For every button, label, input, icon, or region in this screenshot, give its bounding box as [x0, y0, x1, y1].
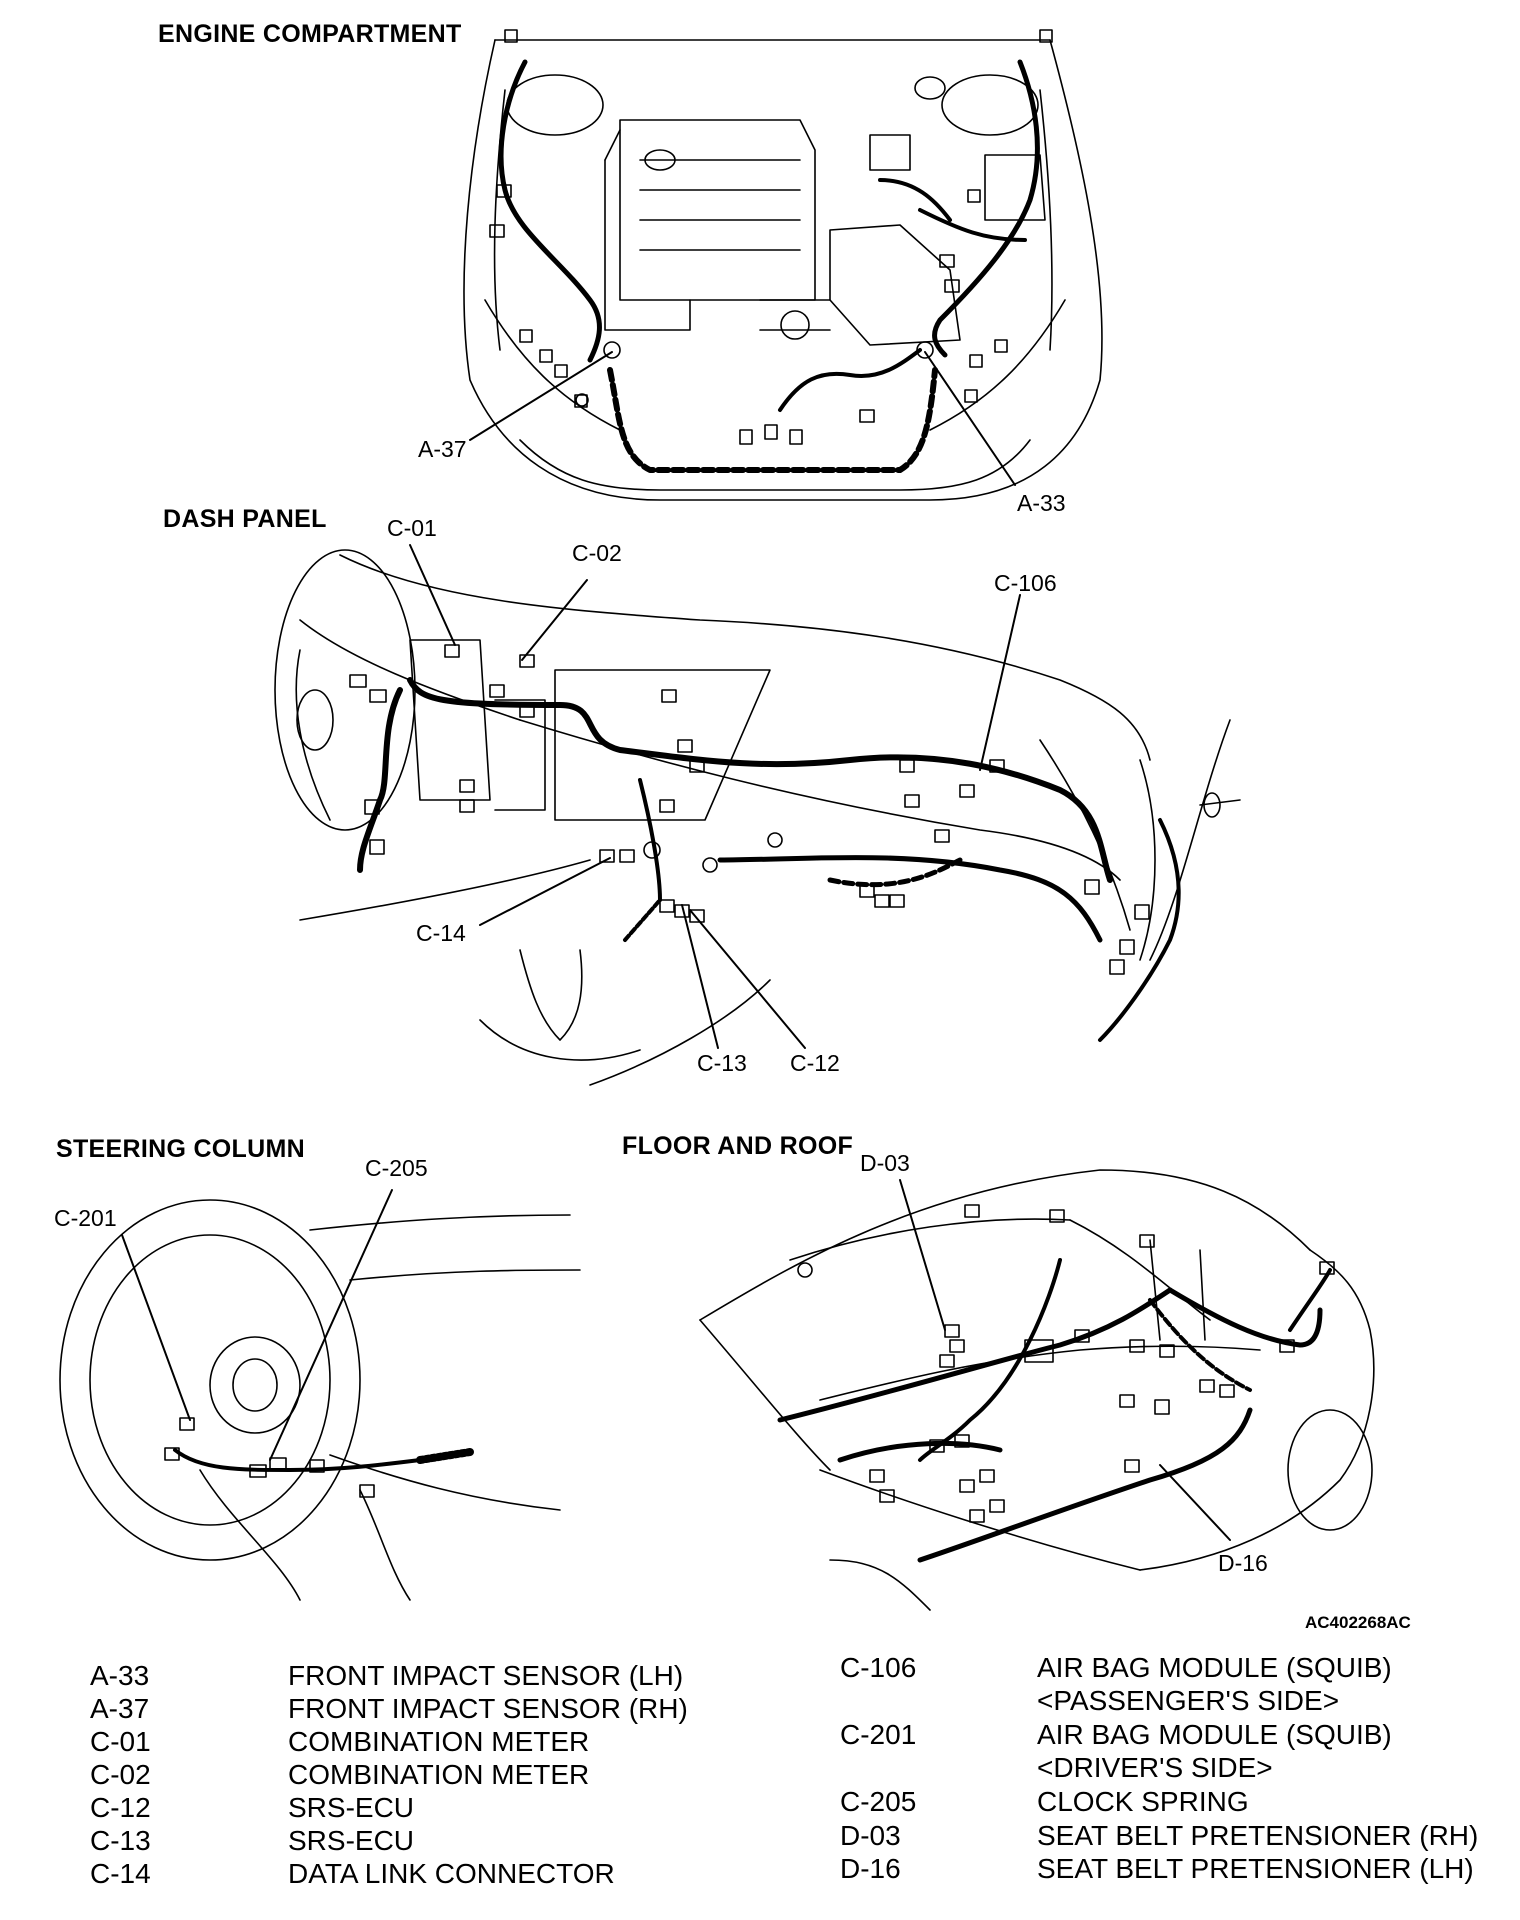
legend-desc: COMBINATION METER [288, 1759, 590, 1790]
legend-desc: FRONT IMPACT SENSOR (RH) [288, 1693, 688, 1724]
legend-code: C-02 [90, 1759, 151, 1790]
legend-desc: CLOCK SPRING [1037, 1786, 1249, 1817]
figure-code: AC402268AC [1305, 1613, 1411, 1632]
legend-desc: <PASSENGER'S SIDE> [1037, 1685, 1340, 1716]
legend-desc: AIR BAG MODULE (SQUIB) [1037, 1652, 1392, 1683]
floor-and-roof-title: FLOOR AND ROOF [622, 1132, 854, 1160]
legend-code: C-01 [90, 1726, 151, 1757]
callout-c12: C-12 [790, 1050, 840, 1076]
dash-panel-title: DASH PANEL [163, 505, 327, 533]
callout-d16: D-16 [1218, 1550, 1268, 1576]
callout-c106: C-106 [994, 570, 1057, 596]
legend-desc: SRS-ECU [288, 1825, 415, 1856]
legend-desc: SEAT BELT PRETENSIONER (LH) [1037, 1853, 1474, 1884]
steering-column-title: STEERING COLUMN [56, 1135, 305, 1163]
callout-c13: C-13 [697, 1050, 747, 1076]
legend-code: A-37 [90, 1693, 150, 1724]
callout-d03: D-03 [860, 1150, 910, 1176]
dash-panel-drawing [274, 549, 1241, 1086]
legend-code: C-201 [840, 1719, 917, 1750]
legend-code: D-16 [840, 1853, 901, 1884]
legend-desc: AIR BAG MODULE (SQUIB) [1037, 1719, 1392, 1750]
legend-desc: DATA LINK CONNECTOR [288, 1858, 615, 1889]
leader-lines [121, 351, 1231, 1541]
legend-code: D-03 [840, 1820, 901, 1851]
legend-desc: SRS-ECU [288, 1792, 415, 1823]
callout-a33: A-33 [1017, 490, 1066, 516]
legend-desc: COMBINATION METER [288, 1726, 590, 1757]
legend-desc: SEAT BELT PRETENSIONER (RH) [1037, 1820, 1479, 1851]
legend-code: C-14 [90, 1858, 151, 1889]
legend-code: C-205 [840, 1786, 917, 1817]
legend-code: A-33 [90, 1660, 150, 1691]
callout-a37: A-37 [418, 436, 467, 462]
legend-code: C-13 [90, 1825, 151, 1856]
legend-code: C-106 [840, 1652, 917, 1683]
legend-desc: <DRIVER'S SIDE> [1037, 1752, 1273, 1783]
callout-c01: C-01 [387, 515, 437, 541]
callout-c02: C-02 [572, 540, 622, 566]
callout-c201: C-201 [54, 1205, 117, 1231]
floor-and-roof-drawing [699, 1169, 1375, 1611]
engine-compartment-drawing [463, 29, 1103, 501]
legend-code: C-12 [90, 1792, 151, 1823]
callout-c14: C-14 [416, 920, 466, 946]
steering-column-drawing [59, 1199, 581, 1601]
callout-c205: C-205 [365, 1155, 428, 1181]
engine-compartment-title: ENGINE COMPARTMENT [158, 20, 462, 48]
legend-desc: FRONT IMPACT SENSOR (LH) [288, 1660, 684, 1691]
